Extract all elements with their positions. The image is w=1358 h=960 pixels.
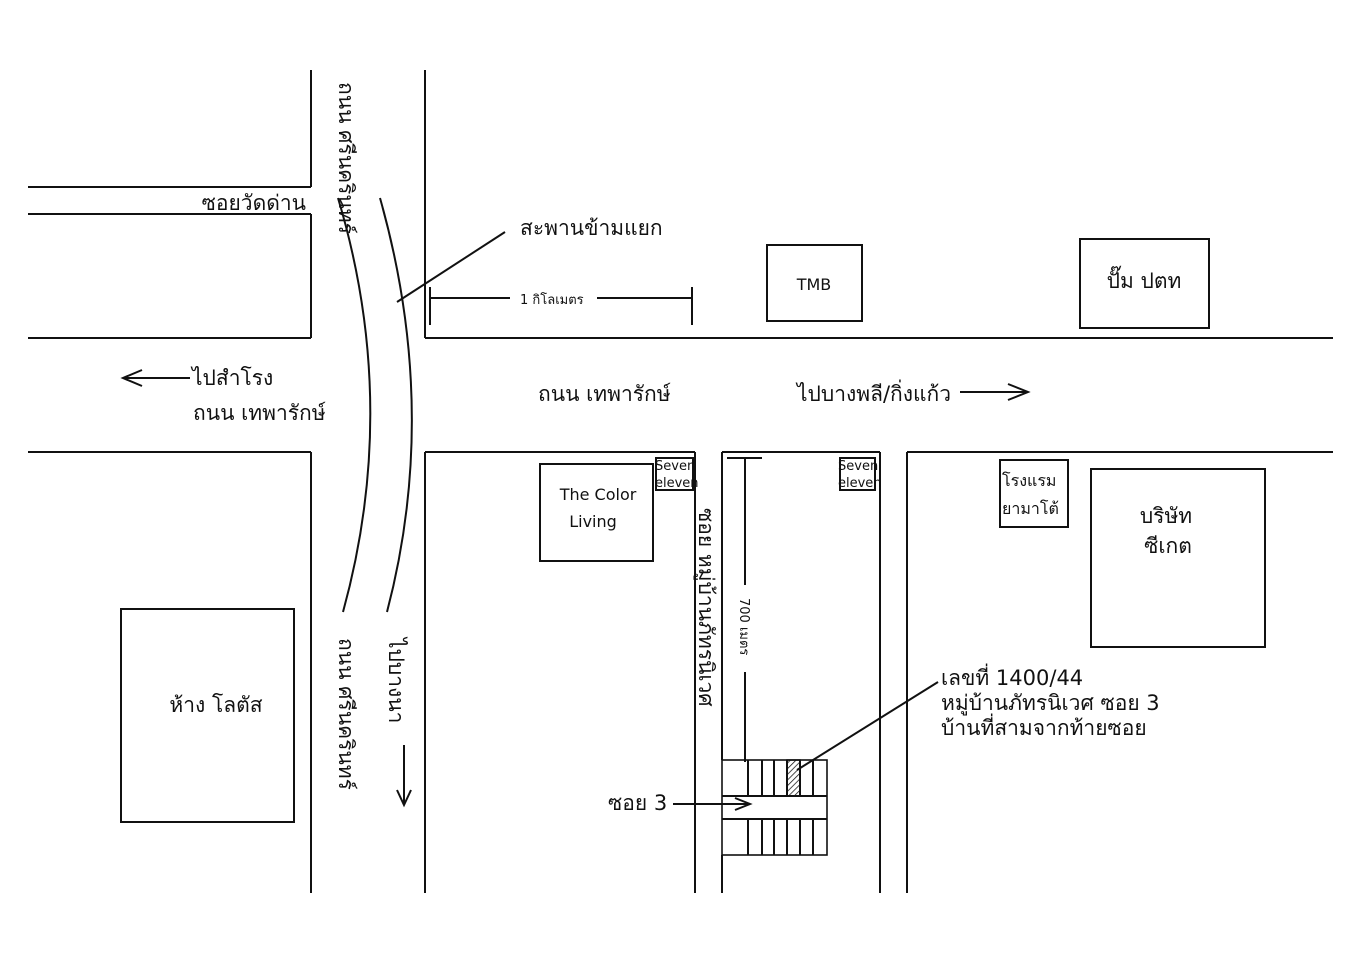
company-label-2: ซีเกต — [1144, 534, 1192, 558]
hotel-label-1: โรงแรม — [1002, 471, 1056, 490]
srinakarin-top-label: ถนน ศรีนครินทร์ — [334, 82, 358, 234]
seven-hundred-m-label: 700 เมตร — [736, 598, 751, 655]
overpass-bridge — [337, 197, 413, 613]
target-house-marker — [786, 759, 801, 797]
to-bangna-label: ไปบางนา — [384, 636, 408, 723]
lotus-box — [120, 608, 295, 823]
srinakarin-bottom-label: ถนน ศรีนครินทร์ — [334, 638, 358, 790]
soi-3-label: ซอย 3 — [608, 791, 667, 815]
one-km-dimension — [429, 287, 693, 325]
color-living-box — [539, 463, 654, 562]
company-box — [1090, 468, 1266, 648]
address-line-1: เลขที่ 1400/44 — [941, 663, 1083, 690]
theparak-road — [28, 337, 1333, 453]
to-bangphli-label: ไปบางพลี/กิ่งแก้ว — [795, 379, 951, 406]
overpass-label: สะพานข้ามแยก — [520, 216, 663, 240]
to-bangphli-arrow-head — [1007, 383, 1031, 401]
ptt-box — [1079, 238, 1210, 329]
seven-eleven-2-label-1: Seven — [838, 459, 878, 474]
theparak-center-label: ถนน เทพารักษ์ — [538, 382, 671, 406]
to-samrong-label: ไปสำโรง — [190, 366, 273, 390]
seven-eleven-2-label-2: eleven — [838, 476, 882, 491]
soi-wat-dan-label: ซอยวัดด่าน — [202, 191, 306, 215]
address-leader — [796, 681, 939, 771]
tmb-box — [766, 244, 863, 322]
tmb-label: TMB — [796, 275, 832, 294]
soi-3-houses — [721, 759, 828, 856]
company-label-1: บริษัท — [1140, 504, 1192, 528]
theparak-left-label: ถนน เทพารักษ์ — [193, 401, 326, 425]
to-bangna-arrow-head — [396, 789, 412, 808]
soi-wat-dan-road — [28, 186, 311, 215]
address-line-2: หมู่บ้านภัทรนิเวศ ซอย 3 — [941, 691, 1160, 716]
ptt-label: ปั๊ม ปตท — [1107, 265, 1182, 293]
address-line-3: บ้านที่สามจากท้ายซอย — [941, 713, 1147, 740]
hotel-label-2: ยามาโต้ — [1002, 499, 1059, 518]
soi-3-arrow-head — [734, 797, 753, 811]
color-living-label-1: The Color — [559, 485, 637, 504]
soi-village-road — [694, 452, 723, 893]
to-samrong-arrow-head — [120, 369, 143, 387]
side-soi-road — [879, 452, 908, 893]
srinakarin-road — [310, 70, 426, 893]
seven-hundred-m-dimension — [727, 457, 762, 762]
seven-eleven-1-label-2: eleven — [655, 476, 699, 491]
hotel-box — [999, 459, 1069, 528]
seven-eleven-1-label-1: Seven — [655, 459, 695, 474]
color-living-label-2: Living — [569, 512, 617, 531]
lotus-label: ห้าง โลตัส — [169, 693, 262, 717]
soi-village-label: ซอย หมู่บ้านภัทรนิเวศ — [693, 508, 718, 707]
one-km-label: 1 กิโลเมตร — [520, 292, 584, 308]
seven-eleven-2-box — [839, 457, 876, 491]
seven-eleven-1-box — [655, 457, 694, 491]
overpass-leader — [396, 231, 506, 303]
